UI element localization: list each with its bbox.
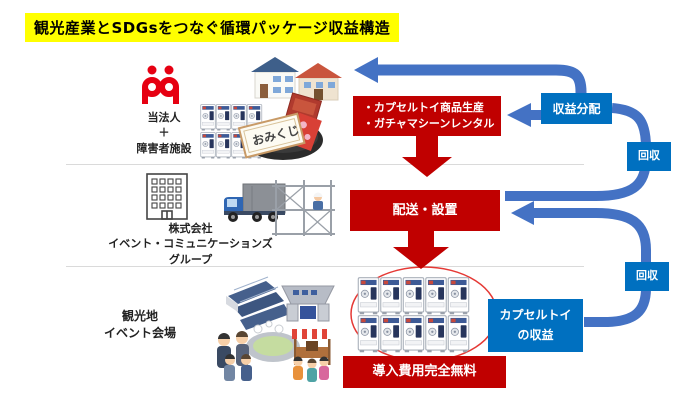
collection-top-label: 回収: [638, 149, 660, 163]
production-line1: ・カプセルトイ商品生産: [363, 100, 484, 114]
production-line2: ・ガチャマシーンレンタル: [363, 117, 495, 130]
label-venue-line2: イベント会場: [103, 325, 176, 340]
convention-center-building: [226, 276, 290, 330]
flow-arrows-red: [393, 135, 452, 269]
label-venue: 観光地 イベント会場: [82, 308, 198, 342]
free-install-box: 導入費用完全無料: [343, 356, 506, 388]
delivery-label: 配送・設置: [392, 202, 458, 218]
revenue-share-box: 収益分配: [541, 93, 612, 124]
production-box: ・カプセルトイ商品生産 ・ガチャマシーンレンタル: [353, 96, 501, 136]
gacha-machines-large: [350, 266, 498, 362]
houses-illustration: [251, 57, 342, 101]
worker-figure: [313, 192, 323, 210]
delivery-box: 配送・設置: [350, 190, 500, 231]
revenue-share-label: 収益分配: [552, 101, 601, 116]
arrow-production-to-delivery: [402, 135, 452, 177]
capsule-revenue-box: カプセルトイ の収益: [488, 299, 583, 352]
label-corporation-line1: 当法人: [147, 111, 181, 124]
label-corporation-line2: ＋: [158, 126, 170, 140]
label-venue-line1: 観光地: [121, 309, 158, 323]
festival-stall-illustration: [292, 329, 332, 382]
free-install-label: 導入費用完全無料: [372, 364, 477, 380]
collection-bottom-box: 回収: [625, 262, 669, 291]
label-corporation-line3: 障害者施設: [136, 141, 192, 155]
truck-illustration: [224, 183, 286, 222]
hot-spring-illustration: [246, 320, 300, 362]
arrow-delivery-to-venue: [393, 231, 449, 269]
capsule-revenue-line1: カプセルトイ: [499, 308, 572, 323]
arrow-revenue-to-production: [507, 103, 541, 127]
arrow-revenue-to-corp: [354, 57, 587, 94]
label-company-line3: グループ: [168, 252, 213, 266]
label-company: 株式会社 イベント・コミュニケーションズ グループ: [88, 221, 293, 267]
diagram-title: 観光産業とSDGsをつなぐ循環パッケージ収益構造: [25, 13, 400, 42]
label-company-line1: 株式会社: [168, 222, 213, 235]
row-divider-lines: [66, 164, 584, 267]
gate-building: [281, 285, 335, 322]
corporation-logo-icon: [142, 65, 179, 104]
omikuji-product-illustration: おみくじ: [237, 92, 323, 160]
capsule-revenue-line2: の収益: [517, 327, 554, 342]
label-corporation: 当法人 ＋ 障害者施設: [108, 110, 220, 156]
collection-bottom-label: 回収: [636, 269, 658, 283]
venue-illustration: [217, 276, 335, 382]
collection-top-box: 回収: [627, 142, 671, 171]
company-building-icon: [146, 173, 188, 220]
label-company-line2: イベント・コミュニケーションズ: [108, 237, 273, 251]
tourist-family-illustration: [217, 331, 252, 381]
scaffolding-illustration: [272, 180, 335, 236]
